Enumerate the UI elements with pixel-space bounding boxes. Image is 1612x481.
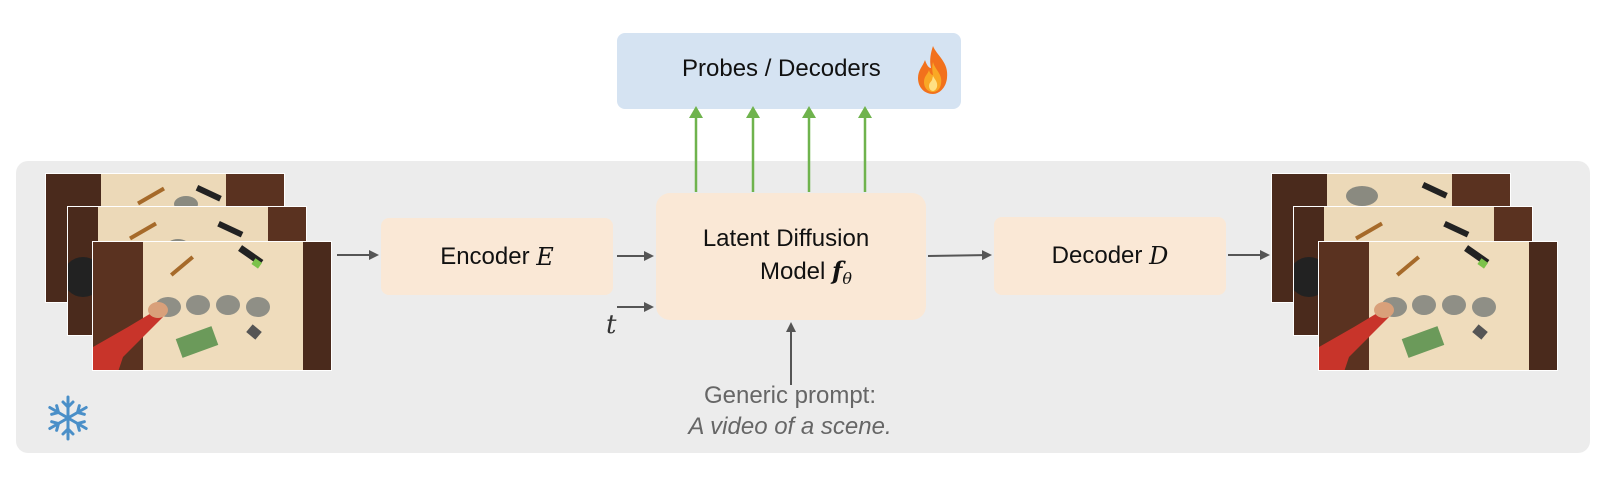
encoder-box: Encoder E [381, 218, 613, 295]
decoder-box: Decoder D [994, 217, 1226, 295]
probes-decoders-box: Probes / Decoders [617, 33, 961, 109]
probes-decoders-label: Probes / Decoders [682, 55, 881, 82]
input-frame-front [92, 241, 332, 371]
latent-diffusion-model-box: Latent Diffusion Model fθ [656, 193, 926, 320]
ldm-label-line2-row: Model fθ [720, 255, 852, 290]
decoder-label: Decoder [1051, 242, 1143, 269]
arrow-ldm-to-decoder [927, 250, 992, 261]
snowflake-icon [48, 395, 88, 441]
ldm-label-line2: Model [759, 258, 826, 286]
fire-icon [918, 46, 948, 94]
encoder-label: Encoder [440, 242, 530, 270]
encoder-symbol: E [536, 242, 554, 271]
timestep-label: t [606, 310, 617, 340]
output-frame-front [1318, 241, 1558, 371]
ldm-subscript: θ [842, 269, 852, 289]
prompt-line2: A video of a scene. [688, 413, 892, 440]
ldm-symbol: f [832, 256, 843, 286]
ldm-label-line1: Latent Diffusion [702, 225, 870, 252]
prompt-line1: Generic prompt: [703, 382, 877, 409]
decoder-symbol: D [1149, 242, 1169, 270]
